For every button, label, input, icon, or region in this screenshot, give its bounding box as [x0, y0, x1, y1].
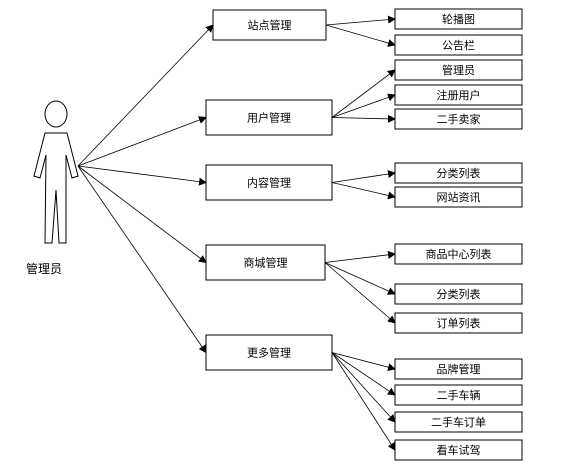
child-node-label: 二手车订单	[431, 415, 486, 429]
module-node-label: 站点管理	[248, 18, 292, 32]
child-node-label: 二手车辆	[437, 388, 481, 402]
child-node: 商品中心列表	[394, 243, 523, 265]
child-node-label: 网站资讯	[437, 190, 481, 204]
module-node: 站点管理	[212, 9, 327, 41]
module-node-box	[205, 99, 333, 136]
module-node-box	[205, 334, 333, 371]
edge-module-4-to-child-2	[331, 352, 396, 423]
child-node: 公告栏	[394, 34, 523, 56]
edge-actor-to-module-0	[77, 24, 214, 167]
child-node-box	[394, 411, 523, 433]
child-node: 分类列表	[394, 283, 523, 305]
child-node-label: 管理员	[442, 63, 475, 77]
child-node: 网站资讯	[394, 186, 523, 208]
child-node-box	[394, 283, 523, 305]
edge-actor-to-module-2	[77, 165, 207, 186]
edge-module-3-to-child-0	[324, 250, 396, 263]
child-node-box	[394, 84, 523, 106]
child-node-label: 注册用户	[437, 88, 481, 102]
actor-figure	[33, 100, 79, 244]
child-node-label: 分类列表	[437, 287, 481, 301]
child-node: 看车试驾	[394, 439, 523, 461]
child-node-box	[394, 59, 523, 81]
child-node-box	[394, 8, 523, 30]
module-node: 内容管理	[205, 164, 333, 201]
module-node: 用户管理	[205, 99, 333, 136]
edge-module-1-to-child-2	[331, 114, 396, 123]
child-node: 管理员	[394, 59, 523, 81]
module-node-label: 用户管理	[247, 111, 291, 125]
edge-module-4-to-child-0	[331, 352, 396, 372]
child-node-box	[394, 186, 523, 208]
child-node-label: 订单列表	[437, 316, 481, 330]
child-node: 订单列表	[394, 312, 523, 334]
edge-module-2-to-child-0	[331, 170, 396, 183]
edge-module-2-to-child-1	[331, 182, 396, 200]
edge-module-1-to-child-0	[331, 69, 396, 118]
module-node-label: 更多管理	[247, 346, 291, 360]
edge-module-3-to-child-1	[324, 262, 396, 295]
child-node: 轮播图	[394, 8, 523, 30]
connector-layer	[77, 15, 396, 451]
child-node-label: 品牌管理	[437, 362, 481, 376]
edge-actor-to-module-3	[77, 165, 207, 264]
edge-module-4-to-child-3	[331, 352, 396, 451]
child-node-label: 公告栏	[442, 38, 475, 52]
child-node-box	[394, 384, 523, 406]
child-node-box	[394, 243, 523, 265]
child-node-label: 二手卖家	[437, 112, 481, 126]
child-node-label: 轮播图	[442, 12, 475, 26]
edge-actor-to-module-1	[77, 116, 207, 167]
module-node: 商城管理	[205, 244, 326, 281]
actor-label: 管理员	[26, 261, 62, 276]
child-node-label: 分类列表	[437, 166, 481, 180]
child-node-box	[394, 439, 523, 461]
module-node-label: 商城管理	[244, 256, 288, 270]
module-node-box	[205, 244, 326, 281]
child-node-box	[394, 162, 523, 184]
edge-module-1-to-child-1	[331, 93, 396, 118]
child-node-label: 看车试驾	[437, 443, 481, 457]
node-layer: 站点管理轮播图公告栏用户管理管理员注册用户二手卖家内容管理分类列表网站资讯商城管…	[205, 8, 523, 461]
child-node: 二手车辆	[394, 384, 523, 406]
child-node: 品牌管理	[394, 358, 523, 380]
edge-module-0-to-child-1	[325, 24, 396, 47]
child-node: 二手卖家	[394, 108, 523, 130]
edge-actor-to-module-4	[77, 165, 207, 354]
edge-module-4-to-child-1	[331, 352, 396, 396]
edge-module-0-to-child-0	[325, 15, 396, 26]
edge-module-3-to-child-2	[324, 262, 396, 324]
child-node-box	[394, 34, 523, 56]
module-node-box	[212, 9, 327, 41]
child-node: 二手车订单	[394, 411, 523, 433]
child-node-label: 商品中心列表	[426, 247, 492, 261]
child-node: 分类列表	[394, 162, 523, 184]
module-node-label: 内容管理	[247, 176, 291, 190]
child-node-box	[394, 312, 523, 334]
module-node: 更多管理	[205, 334, 333, 371]
child-node: 注册用户	[394, 84, 523, 106]
child-node-box	[394, 358, 523, 380]
module-node-box	[205, 164, 333, 201]
child-node-box	[394, 108, 523, 130]
